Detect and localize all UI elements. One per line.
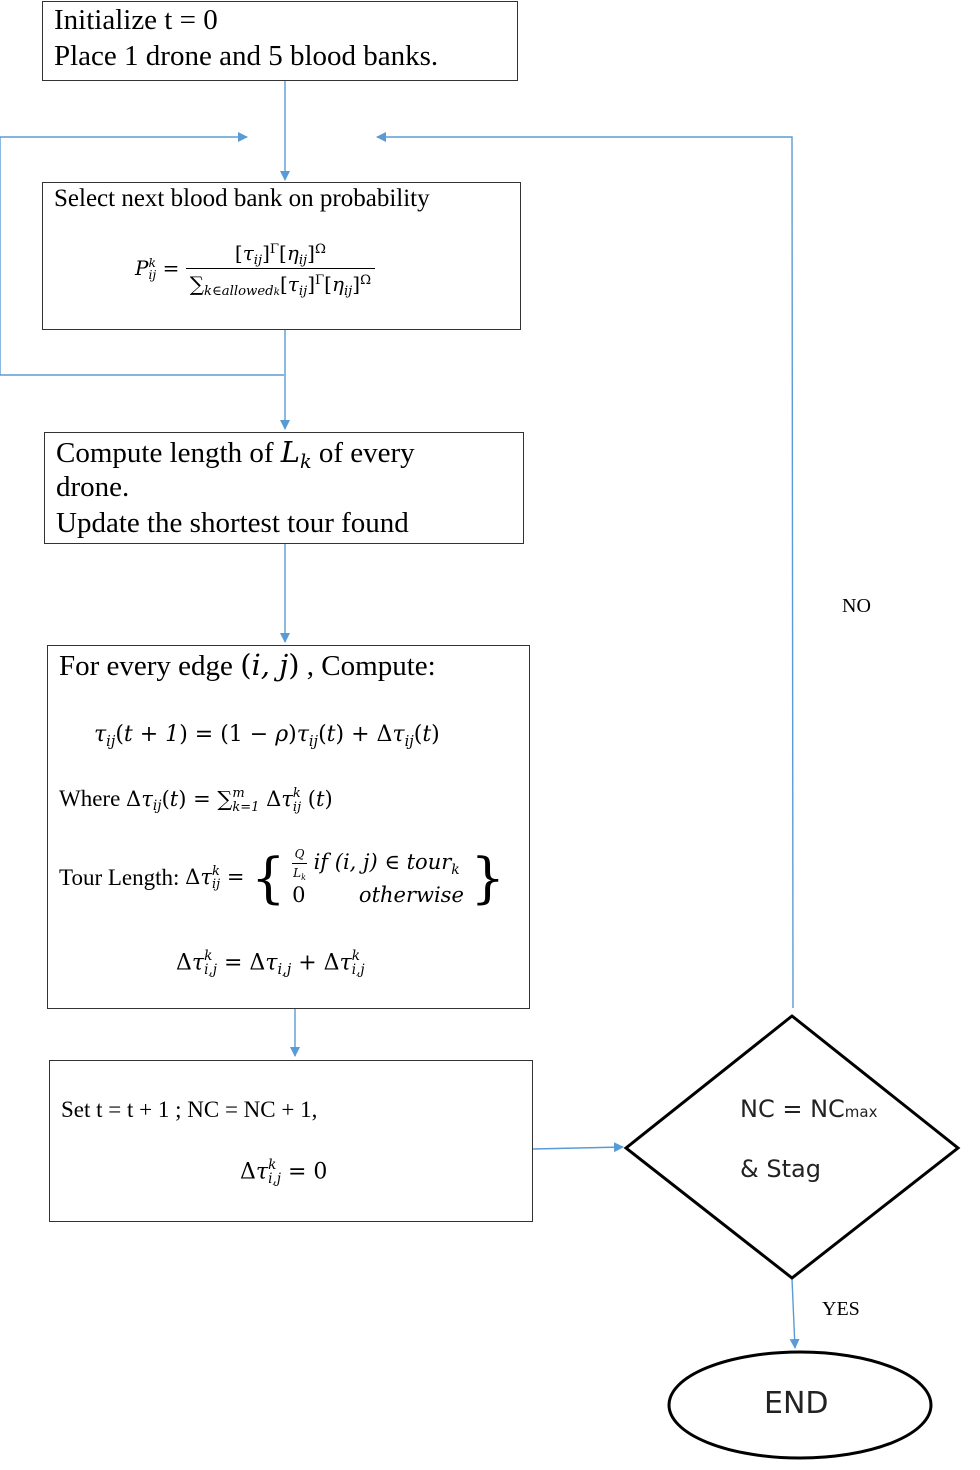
no-label: NO [842,595,871,617]
end-label: END [764,1386,829,1421]
decision-line-2: & Stag [740,1155,821,1183]
arrow-set-to-decision [532,1142,624,1153]
compute-length-box: Compute length of Lk of every drone. Upd… [44,432,524,544]
select-title: Select next blood bank on probability [54,185,430,212]
update-title: For every edge (i, j) , Compute: [59,648,436,682]
update-equation: τij(t + 1) = (1 − ρ)τij(t) + Δτij(t) [94,722,440,750]
no-edge [376,132,794,1009]
compute-length-line-2: drone. [56,471,130,503]
end-terminator [667,1350,933,1460]
loop-back-edge [0,132,284,376]
init-line-1: Initialize t = 0 [54,4,218,36]
yes-edge [789,1278,800,1349]
decision-line-1: NC = NCmax [740,1095,878,1123]
decision-diamond [623,1014,961,1280]
init-line-2: Place 1 drone and 5 blood banks. [54,40,439,72]
init-box: Initialize t = 0 Place 1 drone and 5 blo… [42,1,518,81]
pheromone-update-box: For every edge (i, j) , Compute: τij(t +… [47,645,530,1009]
compute-length-line-3: Update the shortest tour found [56,507,409,539]
set-text: Set t = t + 1 ; NC = NC + 1, [61,1097,318,1122]
yes-label: YES [822,1298,860,1320]
compute-length-line-1: Compute length of Lk of every [56,435,415,474]
